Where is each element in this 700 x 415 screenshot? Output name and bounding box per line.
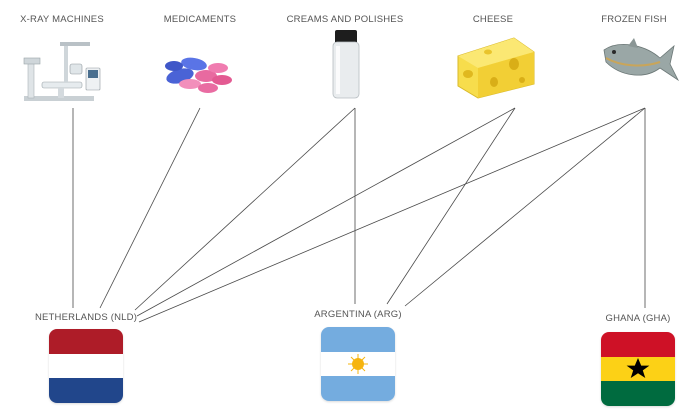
argentina-flag-icon bbox=[321, 327, 395, 401]
product-label-frozen-fish: FROZEN FISH bbox=[601, 14, 667, 25]
cheese-icon bbox=[457, 37, 535, 99]
country-label-ghana: GHANA (GHA) bbox=[605, 313, 671, 324]
cream-jar-icon bbox=[332, 30, 360, 99]
ghana-flag-icon bbox=[601, 332, 675, 406]
connector-line bbox=[386, 107, 516, 305]
country-label-netherlands: NETHERLANDS (NLD) bbox=[34, 312, 138, 323]
product-label-x-ray-machines: X-RAY MACHINES bbox=[20, 14, 104, 25]
fish-icon bbox=[603, 38, 680, 82]
connector-line bbox=[136, 107, 516, 317]
connector-line bbox=[404, 107, 646, 307]
connector-line bbox=[138, 107, 646, 323]
x-ray-machine-icon bbox=[23, 42, 101, 101]
connector-line bbox=[134, 107, 356, 311]
connector-line bbox=[99, 107, 201, 309]
product-label-creams-and-polishes: CREAMS AND POLISHES bbox=[286, 14, 404, 25]
netherlands-flag-icon bbox=[49, 329, 123, 403]
pills-icon bbox=[165, 57, 232, 93]
product-label-medicaments: MEDICAMENTS bbox=[163, 14, 237, 25]
country-label-argentina: ARGENTINA (ARG) bbox=[314, 309, 402, 320]
product-label-cheese: CHEESE bbox=[472, 14, 514, 25]
